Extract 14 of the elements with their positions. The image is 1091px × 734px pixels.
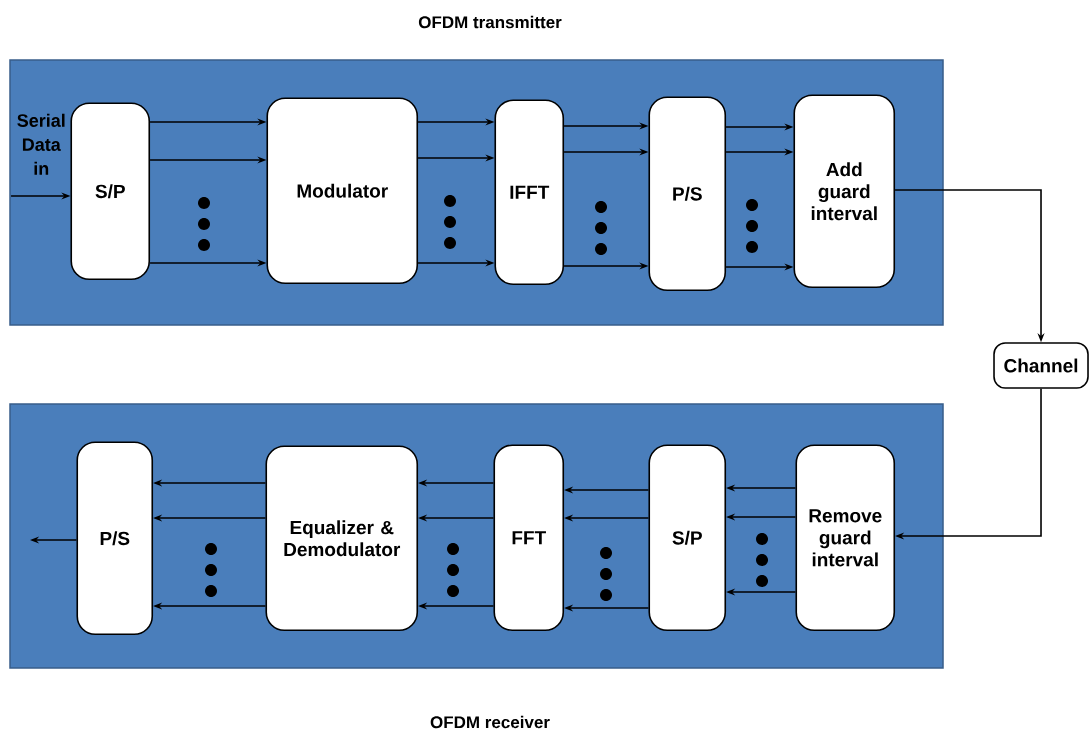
- process-box: S/P: [648, 444, 727, 632]
- panel-heading: OFDM transmitter: [418, 15, 562, 29]
- process-box: FFT: [493, 444, 565, 632]
- process-box: P/S: [648, 96, 727, 292]
- panel-heading: OFDM receiver: [430, 715, 550, 729]
- process-box: S/P: [70, 102, 151, 281]
- process-box: Channel: [993, 342, 1089, 389]
- process-box: Remove guard interval: [795, 444, 896, 632]
- process-box: P/S: [76, 441, 154, 636]
- process-box: Modulator: [266, 97, 419, 285]
- process-box: Add guard interval: [793, 94, 896, 289]
- input-label: Serial Data in: [17, 113, 65, 175]
- process-box: Equalizer & Demodulator: [265, 445, 419, 632]
- process-box: IFFT: [494, 99, 565, 286]
